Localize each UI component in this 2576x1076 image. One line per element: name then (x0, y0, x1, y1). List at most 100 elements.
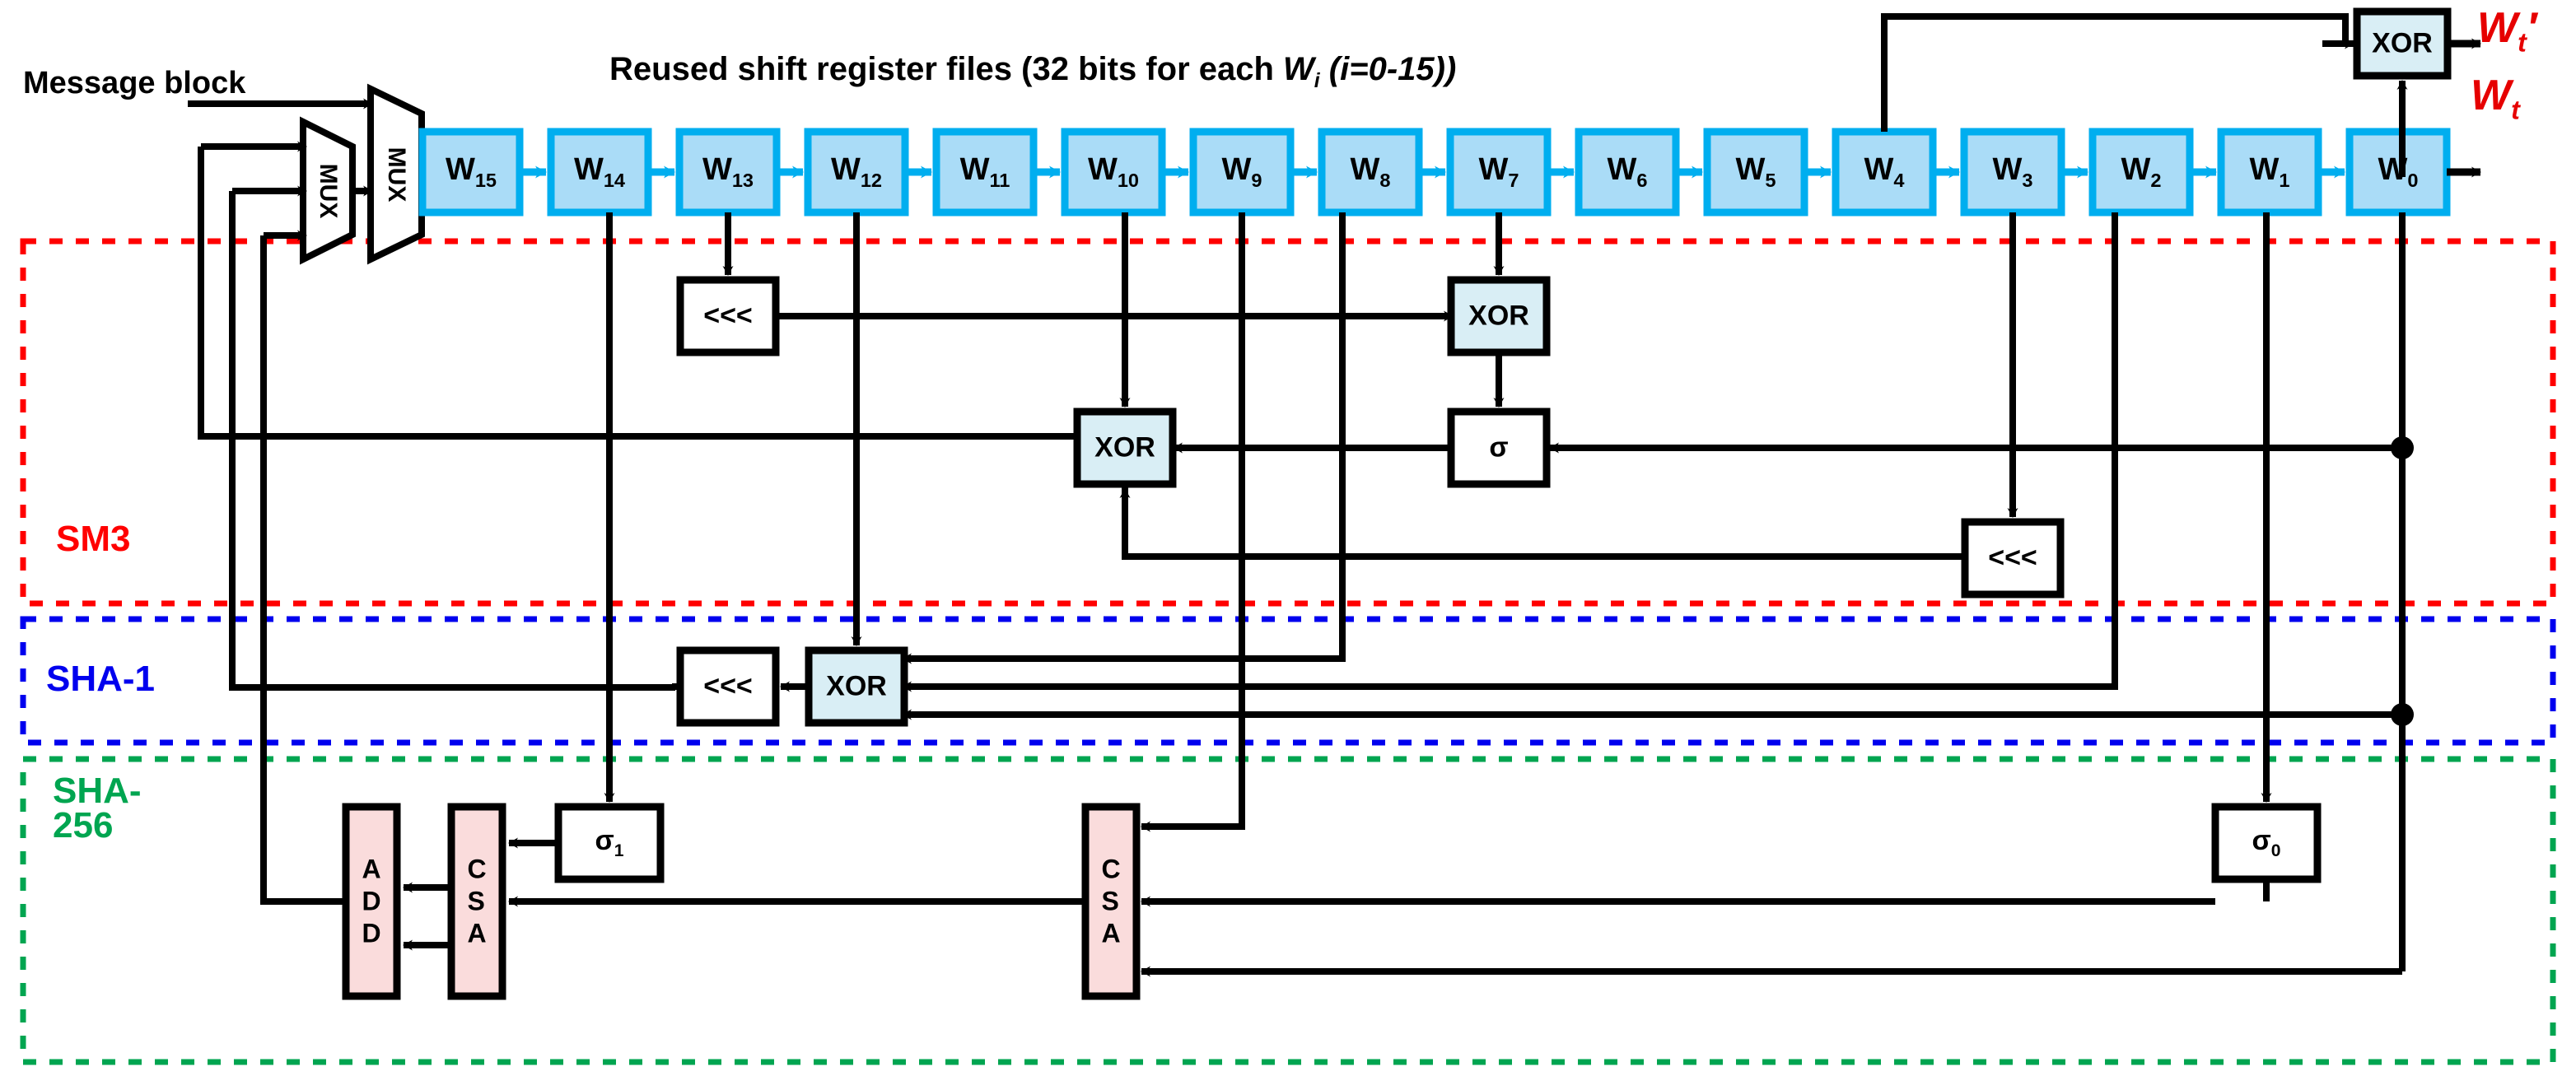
output-wt-prime-label: Wt′ (2477, 4, 2537, 58)
register-label-w4: W4 (1864, 152, 1905, 192)
register-label-w11: W11 (960, 152, 1010, 192)
register-sub: 0 (2407, 169, 2419, 191)
register-label-w6: W6 (1608, 152, 1648, 192)
wire-trunk-sha1 (229, 191, 675, 691)
register-label: W (1864, 152, 1894, 188)
wire-w0-to-sigma (1552, 212, 2406, 451)
register-label-w1: W1 (2250, 152, 2290, 192)
register-label: W (445, 152, 475, 188)
block-sm3-rot-left[interactable] (676, 276, 780, 356)
register-w15[interactable] (418, 128, 524, 217)
register-w2[interactable] (2088, 128, 2194, 217)
register-sub: 12 (860, 169, 883, 191)
register-sub: 4 (1893, 169, 1905, 191)
register-w8[interactable] (1318, 128, 1423, 217)
wire-w9-to-csa-right (1145, 212, 1245, 830)
block-label-sha256-csa-right-char: A (1101, 918, 1121, 948)
block-label-sha256-csa-right-char: C (1101, 854, 1121, 884)
message-block-label: Message block (23, 66, 246, 100)
sigma0-sub: 0 (2270, 841, 2281, 860)
block-label-sha256-add-char: D (362, 918, 381, 948)
sigma1-sub: 1 (614, 841, 624, 860)
register-sub: 15 (474, 169, 497, 191)
register-w10[interactable] (1061, 128, 1166, 217)
block-label-sm3-xor-right: XOR (1468, 300, 1529, 332)
register-w0[interactable] (2345, 128, 2451, 217)
register-label: W (959, 152, 990, 188)
region-label-sha256: SHA- 256 (53, 771, 142, 845)
block-label-sha256-add-char: A (362, 854, 381, 884)
register-w12[interactable] (804, 128, 909, 217)
block-label-sha256-sigma0: σ0 (2252, 825, 2281, 861)
region-label-sha1: SHA-1 (46, 659, 156, 699)
wire-trunk-sha256 (260, 235, 346, 905)
register-sub: 8 (1379, 169, 1391, 191)
register-label-w8: W8 (1351, 152, 1391, 192)
region-label-sha256-line1: SHA- (53, 771, 142, 811)
title-tail: (i=0-15)) (1319, 51, 1457, 87)
register-label-w13: W13 (702, 152, 754, 192)
register-label-w9: W9 (1222, 152, 1262, 192)
block-label-sm3-rot-right: <<< (1988, 542, 2037, 574)
register-label: W (1087, 152, 1118, 188)
wire-trunk-sm3 (198, 147, 1087, 440)
block-sm3-xor-right[interactable] (1447, 276, 1551, 356)
register-label: W (1735, 152, 1766, 188)
register-w14[interactable] (547, 128, 652, 217)
region-label-sm3: SM3 (56, 519, 131, 559)
junction-dot-sha1 (2391, 703, 2414, 726)
register-sub: 14 (603, 169, 626, 191)
register-w5[interactable] (1703, 128, 1808, 217)
wire-w2-to-sha1-xor (909, 212, 2118, 690)
block-sm3-sigma[interactable] (1447, 408, 1551, 488)
register-w1[interactable] (2217, 128, 2322, 217)
region-sha1 (20, 616, 2556, 746)
register-label-w12: W12 (831, 152, 882, 192)
block-sha1-xor[interactable] (805, 646, 908, 727)
sigma0-glyph: σ (2252, 825, 2271, 857)
register-sub: 10 (1117, 169, 1140, 191)
register-label: W (1221, 152, 1252, 188)
register-sub: 1 (2279, 169, 2290, 191)
block-sha256-csa-left[interactable] (447, 803, 506, 1000)
register-w3[interactable] (1960, 128, 2065, 217)
block-label-sm3-sigma: σ (1489, 431, 1509, 463)
register-label-w7: W7 (1479, 152, 1519, 192)
register-label: W (1992, 152, 2023, 188)
block-xor-top-right[interactable] (2353, 7, 2452, 80)
mux-b[interactable] (367, 83, 425, 265)
register-label-w14: W14 (574, 152, 625, 192)
register-sub: 5 (1765, 169, 1776, 191)
block-sha256-add[interactable] (342, 803, 401, 1000)
register-sub: 6 (1636, 169, 1648, 191)
mux-b-label: MUX (383, 147, 410, 203)
register-label: W (702, 152, 732, 188)
sigma1-glyph: σ (595, 825, 614, 857)
register-w6[interactable] (1575, 128, 1680, 217)
register-label: W (2378, 152, 2408, 188)
title-w-sub: i (1314, 70, 1320, 92)
register-w11[interactable] (932, 128, 1038, 217)
register-label: W (1607, 152, 1637, 188)
block-label-sha1-xor: XOR (826, 670, 887, 702)
mux-a[interactable] (300, 116, 356, 265)
register-label: W (573, 152, 604, 188)
register-label: W (2249, 152, 2280, 188)
block-label-sha256-csa-left-char: S (467, 886, 485, 916)
block-label-sha256-add-char: D (362, 886, 381, 916)
title-w: W (1283, 51, 1314, 87)
block-sm3-xor-mid[interactable] (1073, 408, 1177, 488)
block-sm3-rot-right[interactable] (1961, 518, 2065, 599)
block-label-sha256-csa-left-char: A (467, 918, 487, 948)
region-label-sha256-line2: 256 (53, 804, 114, 845)
register-sub: 3 (2022, 169, 2033, 191)
register-sub: 7 (1508, 169, 1519, 191)
page-title: Reused shift register files (32 bits for… (609, 51, 1457, 92)
wire-w4-to-xor-top (1881, 13, 2349, 132)
block-label-sha256-csa-right-char: S (1101, 886, 1119, 916)
mux-a-label: MUX (315, 163, 342, 219)
